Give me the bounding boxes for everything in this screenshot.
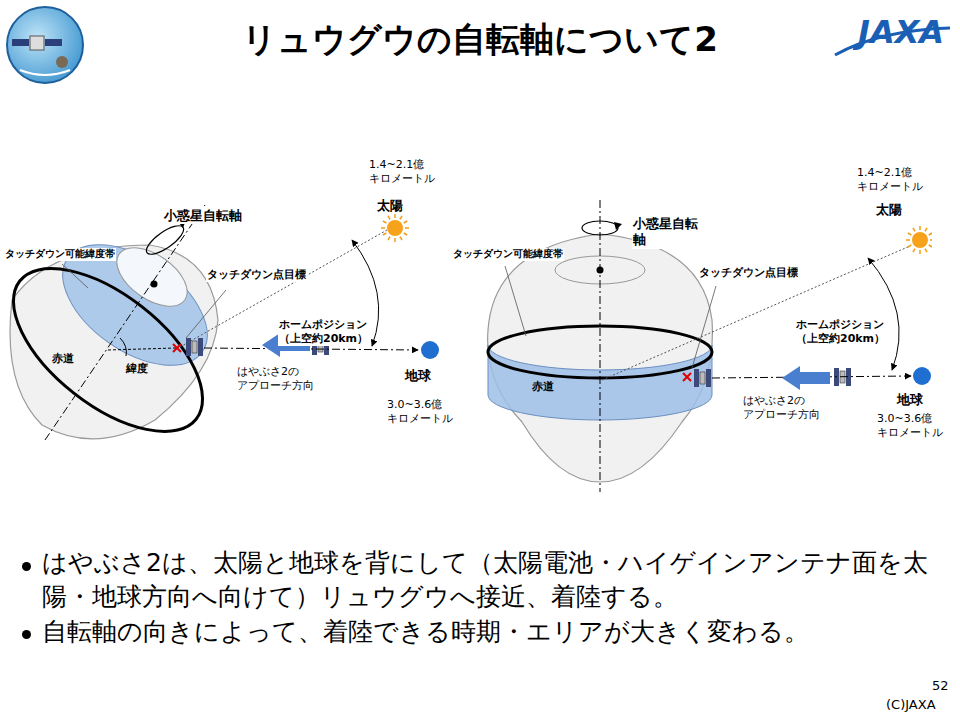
axis-label: 小惑星自転軸: [163, 208, 243, 224]
approach-label: はやぶさ2の アプローチ方向: [236, 365, 315, 393]
earth-label: 地球: [405, 368, 431, 384]
leader-line: [62, 264, 88, 288]
bullet-text: はやぶさ2は、太陽と地球を背にして（太陽電池・ハイゲインアンテナ面を太陽・地球方…: [42, 546, 942, 614]
asteroid-upright: [488, 200, 713, 492]
target-label: タッチダウン点目標: [206, 268, 307, 282]
approach-label: はやぶさ2の アプローチ方向: [742, 394, 821, 422]
sun-direction-line: [180, 230, 387, 347]
page-number: 52: [932, 678, 949, 694]
leader-line: [186, 290, 226, 338]
mission-logo: [7, 7, 83, 83]
distance-note: 1.4~2.1億 キロメートル: [856, 166, 924, 194]
earth-symbol: [891, 364, 947, 416]
latitude-label: 緯度: [126, 362, 148, 376]
asteroid-tilted: [0, 205, 230, 462]
sun-label: 太陽: [876, 202, 902, 218]
home-position-label: ホームポジション （上空約20km）: [795, 318, 886, 346]
sun-node: 太陽: [866, 202, 932, 254]
equator-label: 赤道: [532, 380, 554, 394]
equator-label: 赤道: [52, 352, 74, 366]
band-label: タッチダウン可能緯度帯: [452, 248, 564, 261]
earth-direction-line: [204, 348, 418, 350]
sun-label: 太陽: [377, 198, 403, 214]
home-position-label: ホームポジション （上空約20km）: [278, 318, 369, 346]
logo-text: JAXA: [858, 12, 944, 52]
band-label: タッチダウン可能緯度帯: [4, 248, 116, 261]
sun-node: 太陽: [368, 198, 418, 244]
distance-note: 3.0~3.6億 キロメートル: [386, 398, 454, 426]
axis-label: 小惑星自転 軸: [632, 216, 699, 249]
sun-direction-line: [602, 246, 910, 380]
distance-note: 1.4~2.1億 キロメートル: [368, 158, 436, 186]
leader-line: [505, 266, 526, 336]
earth-node: 地球: [891, 364, 947, 416]
bullet-dot: [22, 630, 31, 639]
earth-label: 地球: [897, 392, 923, 408]
earth-node: 地球: [400, 338, 448, 390]
slide-title: リュウグウの自転軸について2: [0, 18, 960, 61]
bullet-text: 自転軸の向きによって、着陸できる時期・エリアが大きく変わる。: [42, 615, 942, 649]
angle-arrow: [868, 258, 899, 370]
bullet-dot: [22, 562, 31, 571]
target-label: タッチダウン点目標: [698, 266, 799, 280]
copyright: (C)JAXA: [886, 697, 936, 713]
leader-line: [692, 286, 716, 368]
approach-arrow: [782, 366, 830, 390]
distance-note: 3.0~3.6億 キロメートル: [876, 412, 944, 440]
